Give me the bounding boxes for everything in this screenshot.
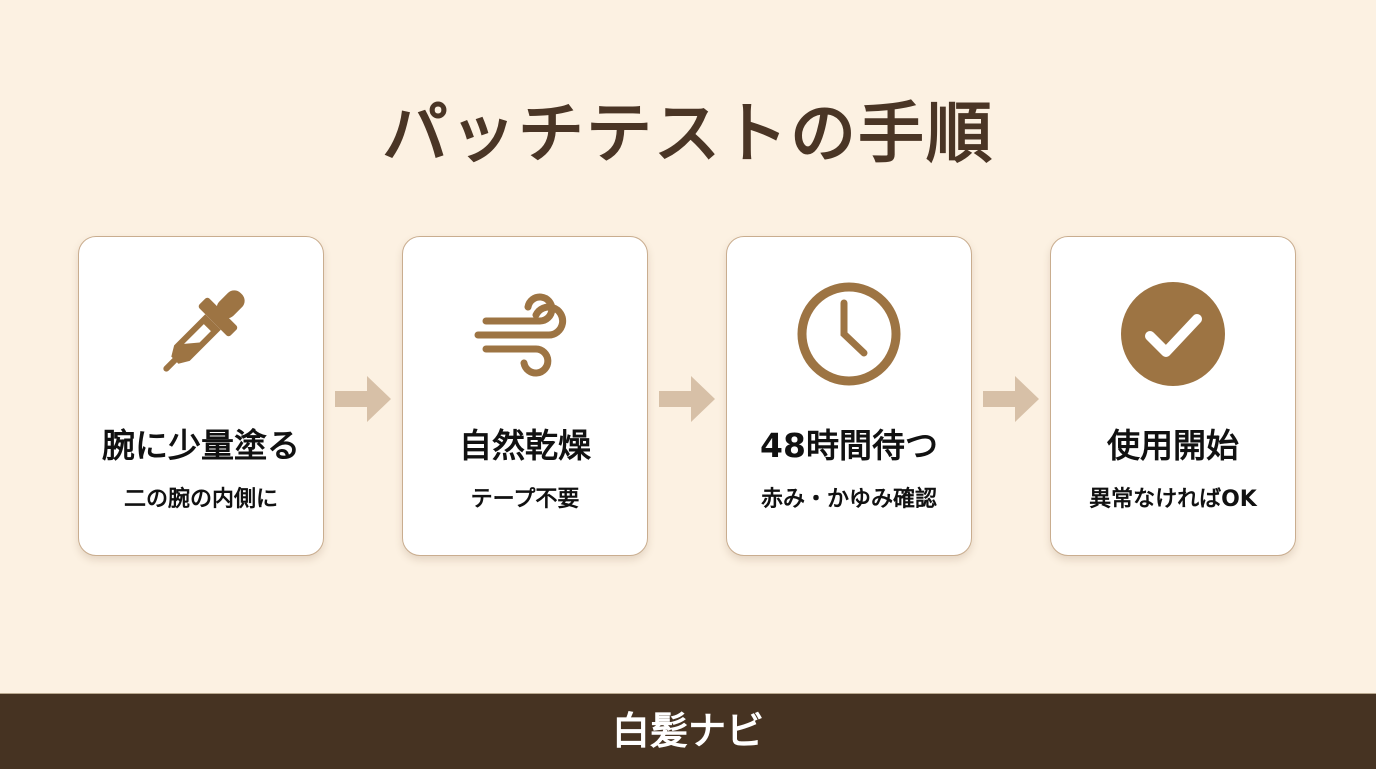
step-title: 自然乾燥 [459, 426, 591, 465]
step-card-4: 使用開始 異常なければOK [1050, 236, 1296, 556]
arrow-right-icon [659, 376, 715, 422]
step-title: 腕に少量塗る [102, 426, 300, 465]
step-card-1: 腕に少量塗る 二の腕の内側に [78, 236, 324, 556]
step-title: 48時間待つ [760, 426, 938, 465]
check-circle-icon [1121, 282, 1225, 386]
wind-icon [474, 293, 567, 377]
step-subtitle: 異常なければOK [1089, 487, 1257, 512]
clock-icon [797, 282, 901, 386]
step-subtitle: テープ不要 [470, 487, 580, 512]
dropper-icon [163, 290, 245, 372]
arrow-right-icon [983, 376, 1039, 422]
step-card-2: 自然乾燥 テープ不要 [402, 236, 648, 556]
step-subtitle: 二の腕の内側に [123, 487, 278, 512]
arrow-right-icon [335, 376, 391, 422]
footer-brand: 白髪ナビ [0, 693, 1376, 769]
page-title: パッチテストの手順 [382, 95, 994, 172]
step-subtitle: 赤み・かゆみ確認 [760, 487, 937, 512]
step-card-3: 48時間待つ 赤み・かゆみ確認 [726, 236, 972, 556]
step-title: 使用開始 [1107, 426, 1239, 465]
